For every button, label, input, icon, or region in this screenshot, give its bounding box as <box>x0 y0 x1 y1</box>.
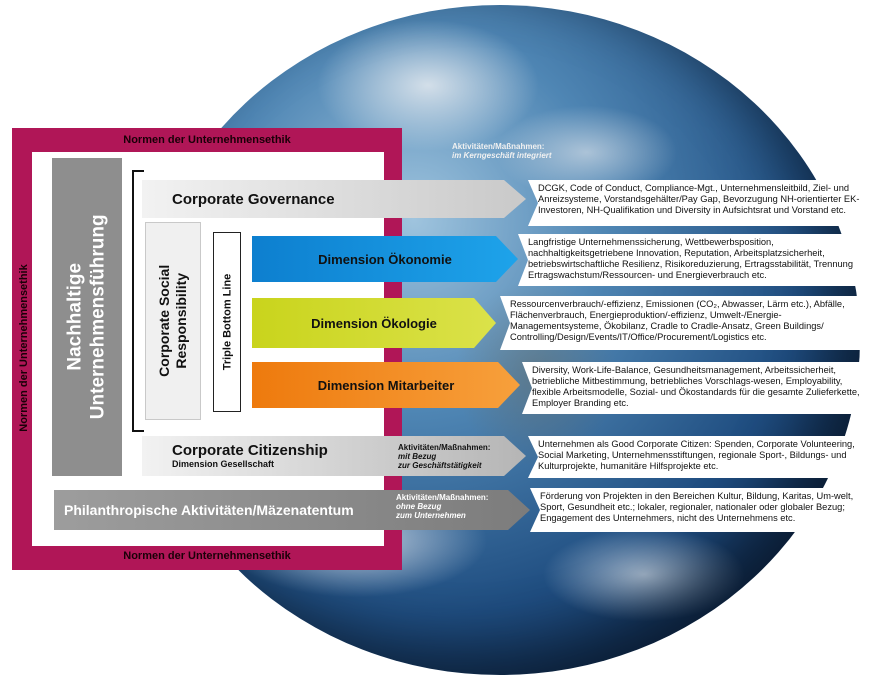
note-with-reference: Aktivitäten/Maßnahmen: mit Bezug zur Ges… <box>398 443 490 471</box>
note-core-line2: im Kerngeschäft integriert <box>452 151 552 161</box>
sustainable-management-line2: Unternehmensführung <box>87 214 108 420</box>
frame-label-left: Normen der Unternehmensethik <box>18 264 30 432</box>
dimension-oekologie-arrow: Dimension Ökologie <box>252 298 496 348</box>
oekonomie-description: Langfristige Unternehmenssicherung, Wett… <box>518 234 882 286</box>
frame-label-bottom: Normen der Unternehmensethik <box>123 550 291 562</box>
note-with-line2: mit Bezug <box>398 452 437 462</box>
citizenship-description: Unternehmen als Good Corporate Citizen: … <box>528 436 882 478</box>
corporate-governance-arrow: Corporate Governance <box>142 180 526 218</box>
note-without-reference: Aktivitäten/Maßnahmen: ohne Bezug zum Un… <box>396 493 488 521</box>
bracket-top <box>132 170 144 172</box>
frame-label-top: Normen der Unternehmensethik <box>123 134 291 146</box>
dimension-mitarbeiter-label: Dimension Mitarbeiter <box>317 377 455 393</box>
triple-bottom-line-label: Triple Bottom Line <box>221 273 233 371</box>
csr-label: Corporate Social Responsibility <box>156 265 190 377</box>
note-with-line3: zur Geschäftstätigkeit <box>398 461 482 471</box>
sustainable-management-box: Nachhaltige Unternehmensführung <box>52 158 122 476</box>
corporate-citizenship-label: Corporate Citizenship <box>172 442 328 460</box>
note-without-line2: ohne Bezug <box>396 502 442 512</box>
note-core-line1: Aktivitäten/Maßnahmen: <box>452 142 545 151</box>
dimension-oekonomie-label: Dimension Ökonomie <box>318 251 452 267</box>
philanthropie-label: Philanthropische Aktivitäten/Mäzenatentu… <box>64 502 354 518</box>
sustainable-management-label: Nachhaltige Unternehmensführung <box>64 215 110 420</box>
triple-bottom-line-box: Triple Bottom Line <box>213 232 241 412</box>
csr-label-line1: Corporate Social <box>156 264 173 378</box>
dimension-oekonomie-arrow: Dimension Ökonomie <box>252 236 518 282</box>
corporate-citizenship-sublabel: Dimension Gesellschaft <box>172 458 275 469</box>
sustainable-management-line1: Nachhaltige <box>64 263 86 371</box>
bracket-line <box>132 170 134 432</box>
note-with-line1: Aktivitäten/Maßnahmen: <box>398 443 491 452</box>
philanthropie-description: Förderung von Projekten in den Bereichen… <box>530 488 882 532</box>
philanthropie-arrow: Philanthropische Aktivitäten/Mäzenatentu… <box>54 490 530 530</box>
csr-box: Corporate Social Responsibility <box>145 222 201 420</box>
dimension-oekologie-label: Dimension Ökologie <box>311 315 437 331</box>
oekologie-description: Ressourcenverbrauch/-effizienz, Emission… <box>500 296 882 350</box>
csr-label-line2: Responsibility <box>173 273 189 369</box>
dimension-mitarbeiter-arrow: Dimension Mitarbeiter <box>252 362 520 408</box>
note-without-line1: Aktivitäten/Maßnahmen: <box>396 493 489 502</box>
note-core-business: Aktivitäten/Maßnahmen: im Kerngeschäft i… <box>452 142 552 160</box>
mitarbeiter-description: Diversity, Work-Life-Balance, Gesundheit… <box>522 362 882 414</box>
bracket-bottom <box>132 430 144 432</box>
corporate-citizenship-arrow: Corporate Citizenship Dimension Gesellsc… <box>142 436 526 476</box>
note-without-line3: zum Unternehmen <box>396 511 466 521</box>
corporate-governance-label: Corporate Governance <box>172 190 335 208</box>
governance-description: DCGK, Code of Conduct, Compliance-Mgt., … <box>528 180 882 226</box>
